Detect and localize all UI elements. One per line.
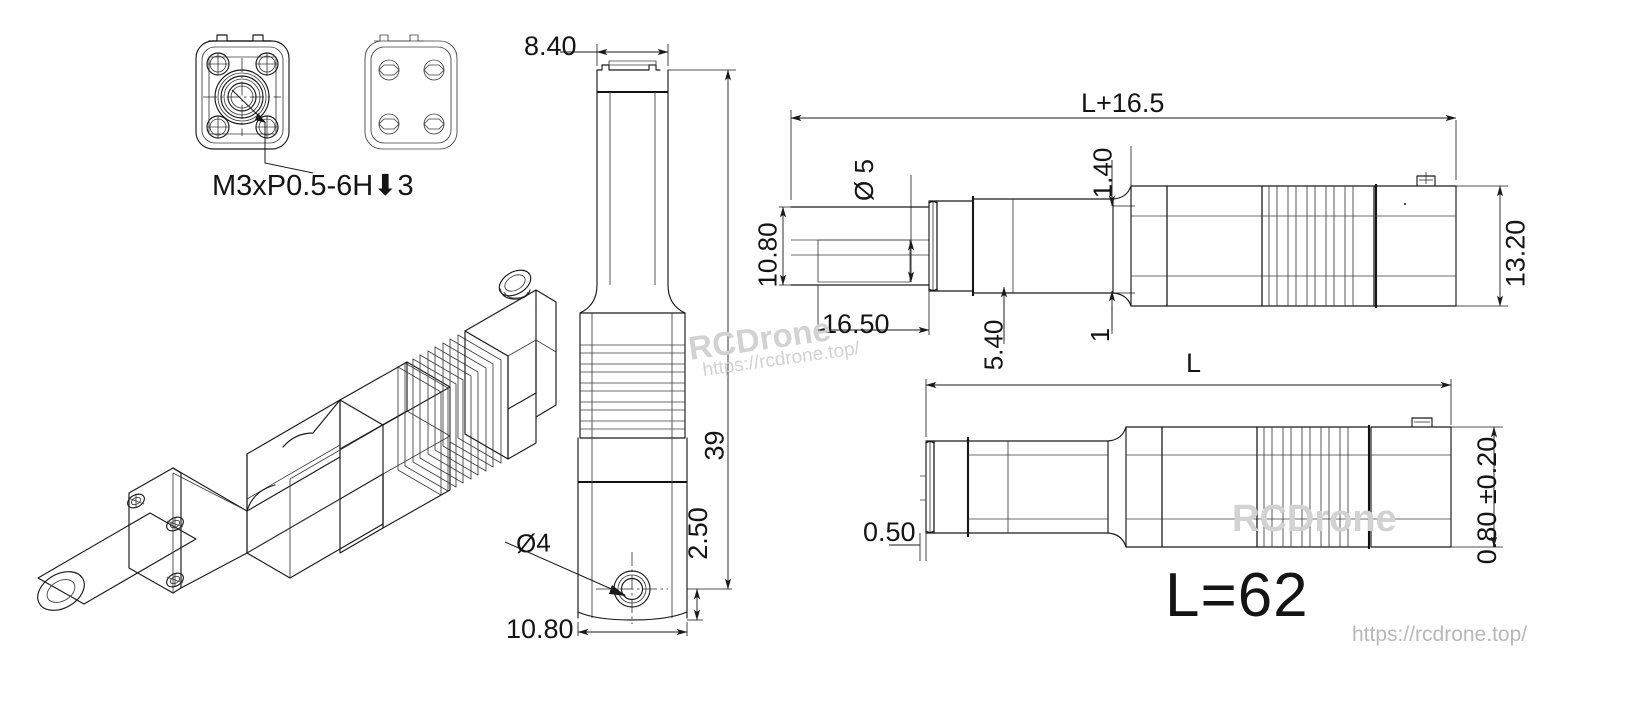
dim-front-width-bottom: 10.80 — [506, 614, 574, 644]
thread-callout: M3xP0.5-6H⬇3 — [212, 170, 414, 202]
upper-side-elevation-view — [779, 110, 1508, 344]
dim-side-offset: 5.40 — [978, 319, 1009, 371]
dim-lower-flat: 0.50 — [863, 517, 916, 547]
dim-side-shaft-diameter: Ø 5 — [848, 159, 879, 201]
isometric-assembly-view — [37, 269, 557, 611]
dim-side-total-length: L+16.5 — [1081, 88, 1165, 118]
page-title: L=62 — [1165, 561, 1309, 630]
dim-lower-length: L — [1186, 348, 1202, 378]
lower-side-elevation-view — [889, 379, 1503, 561]
dim-front-hole-diameter: Ø4 — [515, 527, 552, 559]
front-elevation-view — [504, 44, 736, 636]
dim-lower-tolerance: 0.80 ±0.20 — [1472, 436, 1503, 565]
dim-front-height-total: 39 — [699, 430, 730, 461]
dim-front-hole-height: 2.50 — [682, 507, 713, 560]
dim-side-shaft-length: 16.50 — [822, 309, 890, 339]
dim-front-width-top: 8.40 — [524, 31, 577, 61]
dim-side-motor-height: 13.20 — [1500, 219, 1531, 288]
dim-side-step-upper: 1.40 — [1087, 147, 1118, 199]
motor-end-face-view — [195, 34, 314, 174]
motor-back-face-view — [364, 34, 458, 150]
dim-side-body-height: 10.80 — [752, 222, 783, 288]
dim-side-step-lower: 1 — [1085, 327, 1116, 343]
